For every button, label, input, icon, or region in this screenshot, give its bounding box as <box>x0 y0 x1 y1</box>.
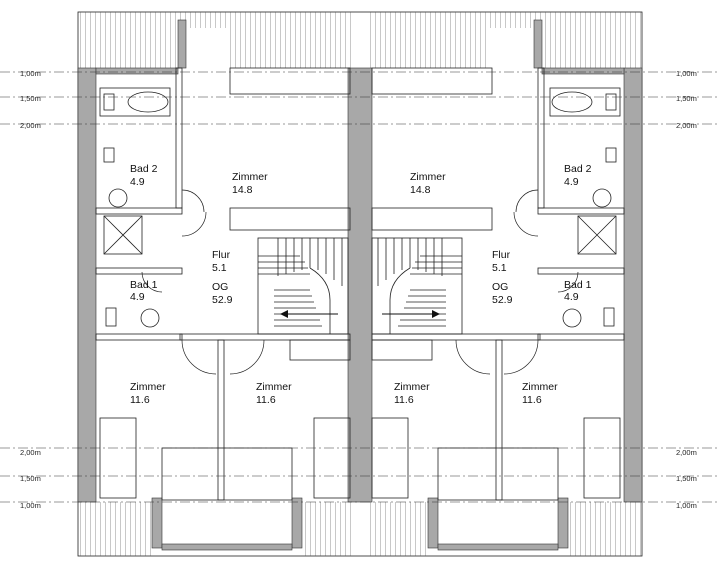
dim-label-left: 1,00m <box>20 69 41 78</box>
room-name: Flur <box>212 249 231 261</box>
room-area: 4.9 <box>564 291 579 303</box>
sink-icon <box>140 308 160 328</box>
dim-label-right: 1,50m <box>676 94 697 103</box>
room-name: Bad 1 <box>130 279 158 291</box>
door-swings <box>141 189 579 375</box>
room-area: 52.9 <box>492 294 513 306</box>
dim-label-left: 1,50m <box>20 474 41 483</box>
dim-label-right: 2,00m <box>676 448 697 457</box>
room-name: Zimmer <box>130 381 166 393</box>
dimension-lines <box>0 71 720 503</box>
bathtub-icon <box>99 87 171 117</box>
dim-label-right: 2,00m <box>676 121 697 130</box>
shower-icon <box>103 215 143 255</box>
toilet-icon <box>103 147 115 163</box>
dim-label-left: 1,00m <box>20 501 41 510</box>
toilet-icon <box>605 147 617 163</box>
shower-icon <box>577 215 617 255</box>
room-name: OG <box>492 281 508 293</box>
dim-label-right: 1,00m <box>676 501 697 510</box>
staircase-right <box>371 237 463 335</box>
room-name: Bad 2 <box>564 163 592 175</box>
toilet-icon <box>603 307 615 327</box>
room-area: 5.1 <box>212 262 227 274</box>
dim-label-right: 1,50m <box>676 474 697 483</box>
dim-label-left: 2,00m <box>20 448 41 457</box>
exterior-walls <box>77 19 643 551</box>
toilet-icon <box>103 93 115 111</box>
sink-icon <box>592 188 612 208</box>
room-name: OG <box>212 281 228 293</box>
dim-label-left: 1,50m <box>20 94 41 103</box>
staircase-left <box>257 237 349 335</box>
dim-label-left: 2,00m <box>20 121 41 130</box>
room-name: Zimmer <box>522 381 558 393</box>
room-area: 4.9 <box>564 176 579 188</box>
room-name: Zimmer <box>394 381 430 393</box>
toilet-icon <box>105 307 117 327</box>
room-area: 4.9 <box>130 176 145 188</box>
bathroom-fixtures <box>99 87 621 328</box>
room-name: Bad 1 <box>564 279 592 291</box>
room-name: Zimmer <box>410 171 446 183</box>
room-area: 11.6 <box>522 394 542 406</box>
room-name: Zimmer <box>232 171 268 183</box>
room-name: Zimmer <box>256 381 292 393</box>
room-area: 4.9 <box>130 291 145 303</box>
sink-icon <box>108 188 128 208</box>
room-area: 11.6 <box>130 394 150 406</box>
interior-partitions <box>95 67 625 501</box>
room-area: 14.8 <box>410 184 431 196</box>
dim-label-right: 1,00m <box>676 69 697 78</box>
toilet-icon <box>605 93 617 111</box>
sink-icon <box>562 308 582 328</box>
room-name: Flur <box>492 249 511 261</box>
room-area: 11.6 <box>256 394 276 406</box>
bathtub-icon <box>549 87 621 117</box>
room-area: 11.6 <box>394 394 414 406</box>
room-name: Bad 2 <box>130 163 158 175</box>
room-area: 52.9 <box>212 294 233 306</box>
room-area: 14.8 <box>232 184 253 196</box>
roof-hatching <box>78 12 642 556</box>
room-area: 5.1 <box>492 262 507 274</box>
